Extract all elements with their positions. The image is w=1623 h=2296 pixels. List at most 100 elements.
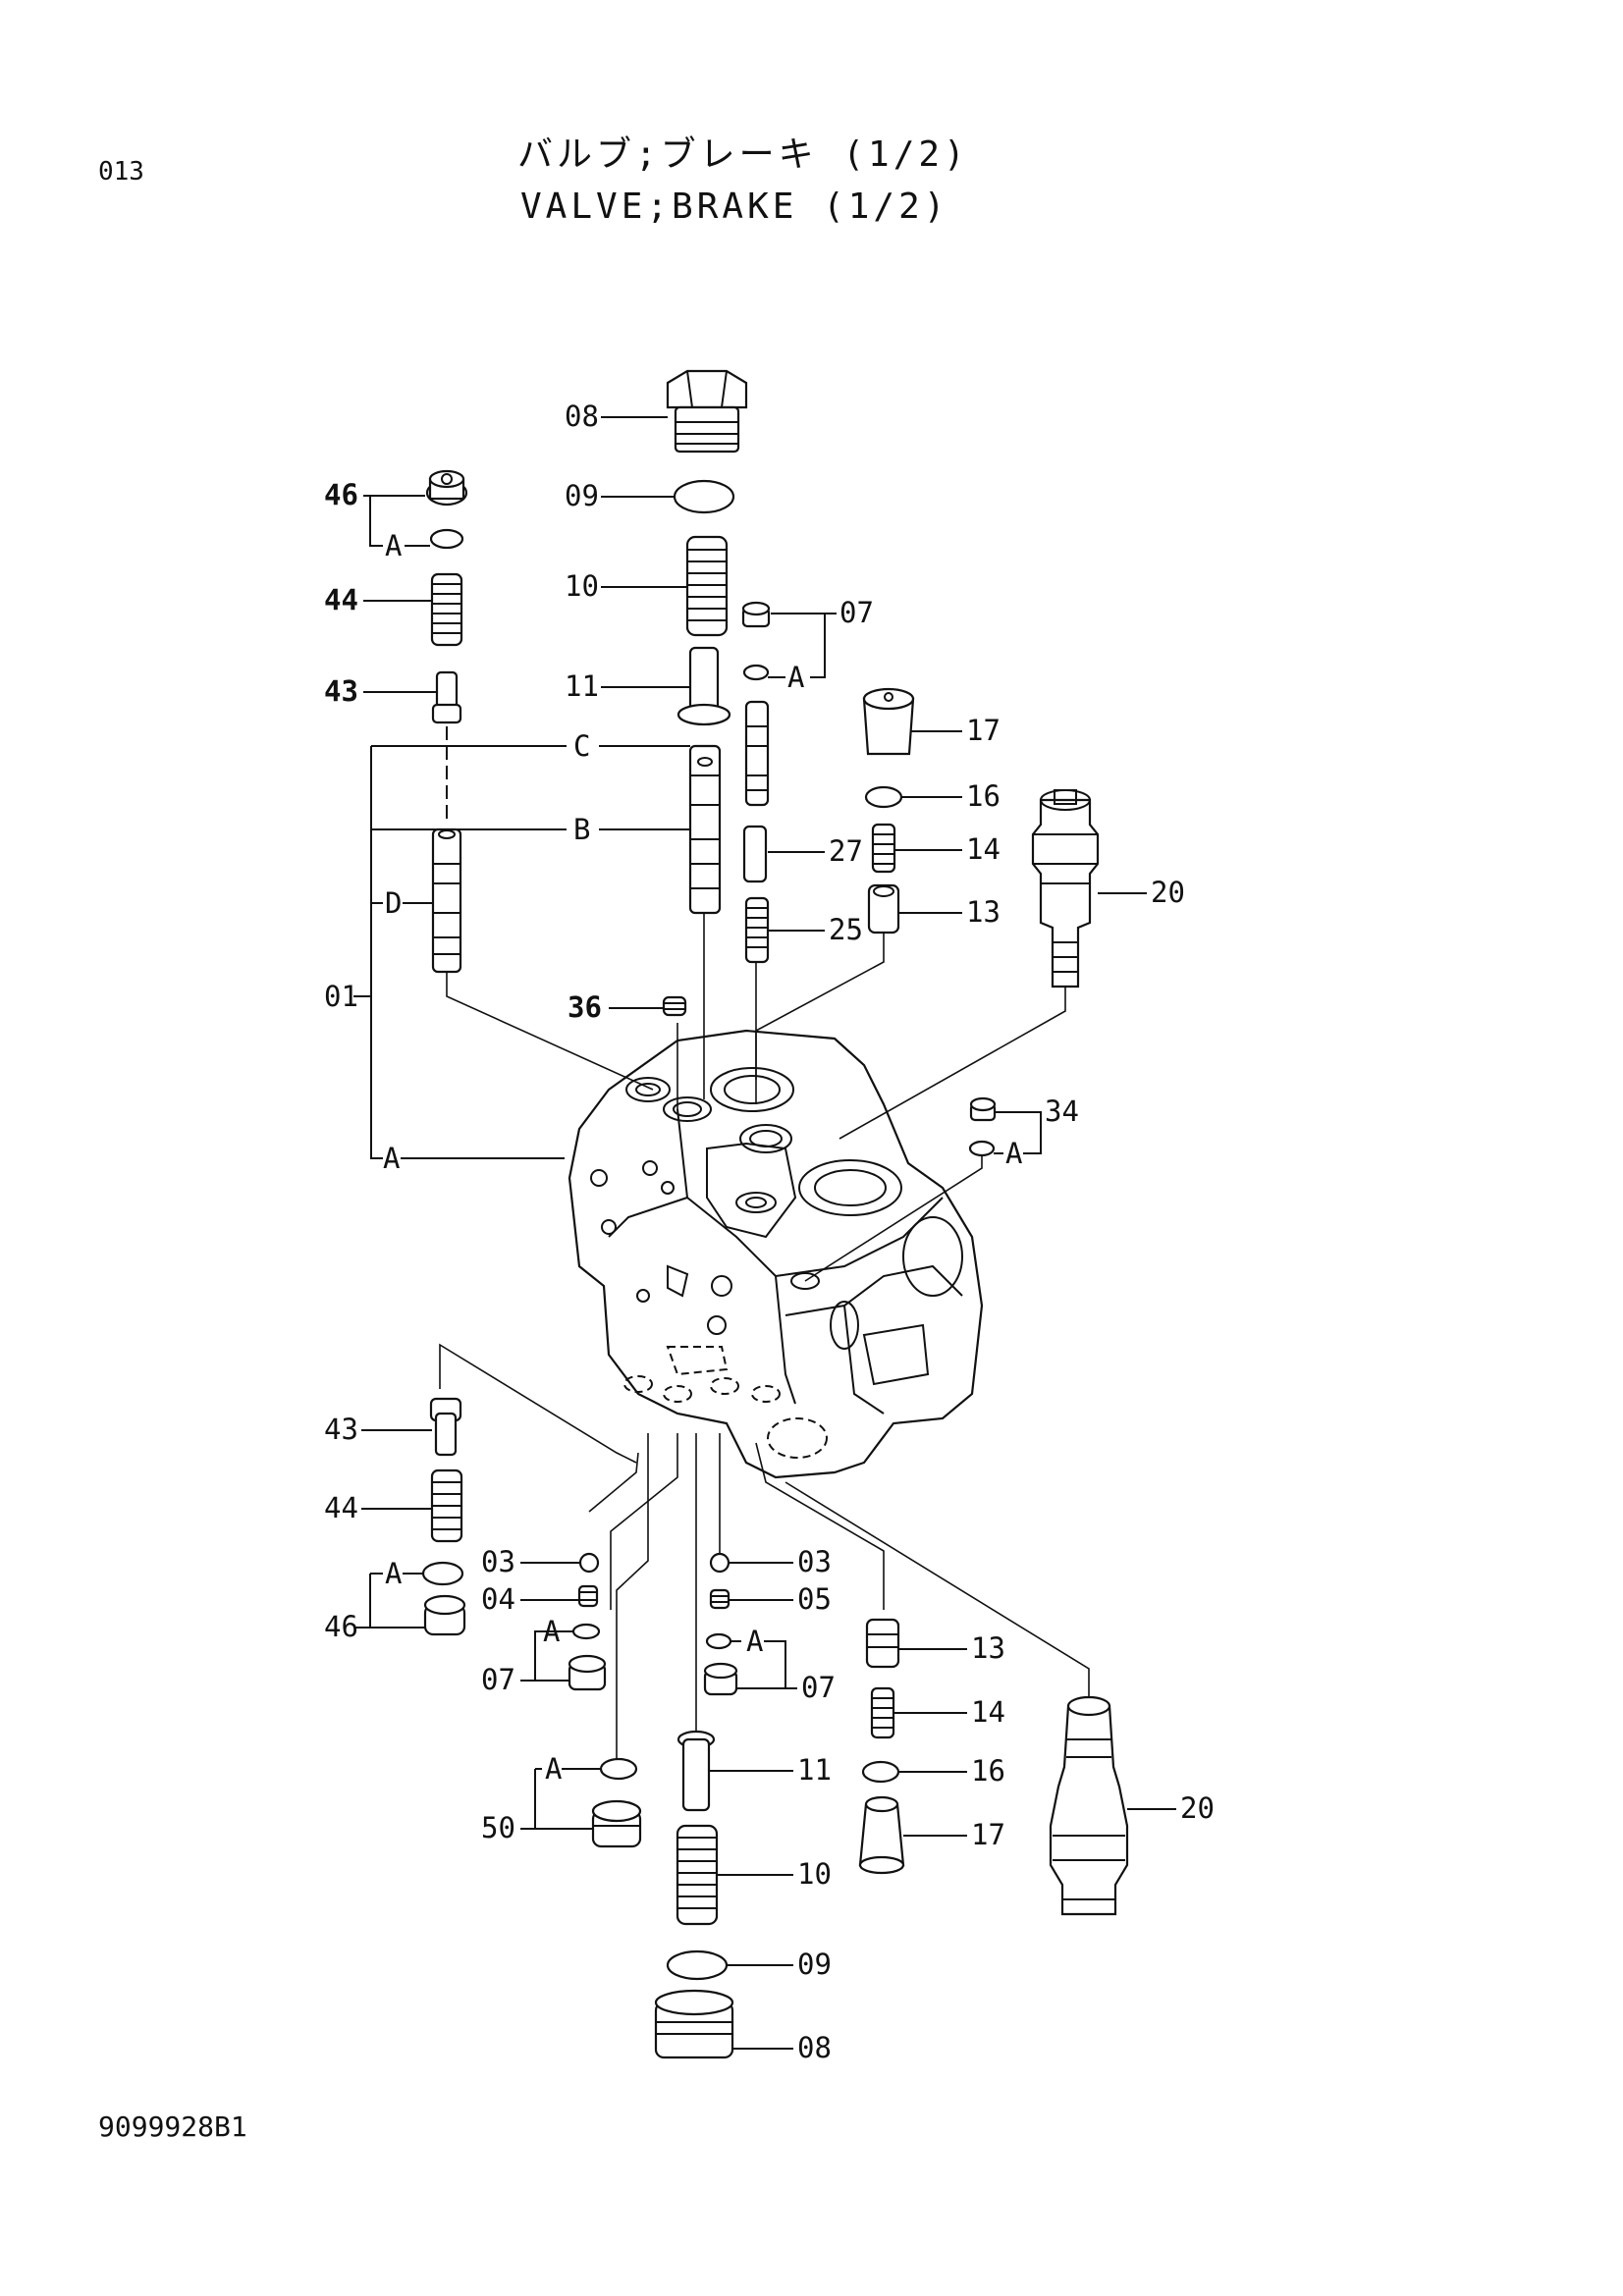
part-46-plug-top <box>425 469 468 507</box>
part-50-oring <box>599 1757 638 1781</box>
callout-14-top: 14 <box>966 832 1001 866</box>
callout-04: 04 <box>481 1582 515 1616</box>
part-44-spring-top <box>430 572 463 647</box>
part-14-spring-top <box>871 823 896 874</box>
callout-43-top: 43 <box>324 674 358 708</box>
callout-10-top: 10 <box>565 569 599 603</box>
callout-10-bottom: 10 <box>797 1857 832 1891</box>
callout-a-07-top: A <box>787 661 804 694</box>
callout-07-top: 07 <box>839 596 874 629</box>
document-number: 9099928B1 <box>98 2110 247 2143</box>
part-10-spring-top <box>685 535 729 637</box>
callout-01: 01 <box>324 980 358 1013</box>
callout-a-50: A <box>545 1752 562 1786</box>
label-b: B <box>573 813 590 846</box>
callout-09-top: 09 <box>565 479 599 512</box>
title-english: VALVE;BRAKE (1/2) <box>520 187 949 227</box>
callout-13-bottom: 13 <box>971 1631 1005 1665</box>
callout-44-bottom: 44 <box>324 1491 358 1524</box>
callout-a-07-mid: A <box>746 1625 763 1658</box>
callout-46-top: 46 <box>324 478 358 511</box>
part-34-oring <box>968 1140 996 1157</box>
label-d: D <box>385 886 402 920</box>
callout-07-left: 07 <box>481 1663 515 1696</box>
callout-03-mid: 03 <box>797 1545 832 1578</box>
callout-20-bottom: 20 <box>1180 1791 1215 1825</box>
callout-43-bottom: 43 <box>324 1413 358 1446</box>
part-16-oring-top <box>864 785 903 809</box>
callout-11-top: 11 <box>565 669 599 703</box>
callout-16-top: 16 <box>966 779 1001 813</box>
part-08-plug-bottom <box>654 1989 734 2059</box>
part-50-plug <box>591 1799 642 1848</box>
callout-a-34: A <box>1005 1137 1022 1170</box>
callout-44-top: 44 <box>324 583 358 616</box>
callout-16-bottom: 16 <box>971 1754 1005 1788</box>
part-17-plug-top <box>862 687 915 756</box>
part-46-plug-bottom <box>423 1594 466 1636</box>
part-13-piston-top <box>867 883 900 934</box>
part-03-ball-mid <box>709 1552 730 1574</box>
callout-36: 36 <box>568 990 602 1024</box>
valve-body <box>568 1029 984 1479</box>
part-05-seat <box>709 1588 730 1610</box>
callout-17-top: 17 <box>966 714 1001 747</box>
callout-50: 50 <box>481 1811 515 1844</box>
part-25-spring <box>744 896 770 964</box>
part-d-spool <box>431 828 462 974</box>
part-10-spring-bottom <box>676 1824 719 1926</box>
part-09-oring-bottom <box>666 1949 729 1981</box>
part-07-plug-mid <box>703 1662 738 1696</box>
label-c: C <box>573 729 590 763</box>
part-11-piston-top <box>676 646 731 726</box>
part-20-relief-valve-bottom <box>1049 1695 1129 1916</box>
part-27-pin <box>742 825 768 883</box>
part-14-spring-bottom <box>870 1686 895 1739</box>
part-44-spring-bottom <box>430 1468 463 1543</box>
part-46-oring-bottom <box>421 1561 464 1586</box>
callout-05: 05 <box>797 1582 832 1616</box>
part-07-oring-left <box>571 1623 601 1640</box>
callout-17-bottom: 17 <box>971 1818 1005 1851</box>
part-46-oring-top <box>429 528 464 550</box>
part-43-piston-top <box>431 670 462 724</box>
callout-11-bottom: 11 <box>797 1753 832 1787</box>
part-spool-right <box>744 700 770 807</box>
part-20-relief-valve-top <box>1031 789 1100 988</box>
callout-25: 25 <box>829 913 863 946</box>
leader-lines <box>353 416 1176 2050</box>
part-08-plug-top <box>666 369 748 454</box>
part-07-plug-top <box>741 601 771 628</box>
part-cb-spool <box>688 744 722 915</box>
part-13-piston-bottom <box>865 1618 900 1669</box>
part-43-piston-bottom <box>429 1397 462 1457</box>
part-36-plug <box>662 995 687 1017</box>
callout-labels: 08 09 10 11 46 A 44 43 07 A 17 16 14 13 … <box>324 400 1215 2064</box>
callout-08-top: 08 <box>565 400 599 433</box>
part-16-oring-bottom <box>861 1760 900 1784</box>
page-number: 013 <box>98 157 144 187</box>
callout-46-bottom: 46 <box>324 1610 358 1643</box>
part-04-seat <box>577 1584 599 1608</box>
part-34-plug <box>969 1096 997 1122</box>
callout-a-07-left: A <box>543 1615 560 1648</box>
callout-14-bottom: 14 <box>971 1695 1005 1729</box>
callout-34: 34 <box>1045 1095 1079 1128</box>
part-07-oring-mid <box>705 1632 732 1650</box>
callout-a-46-top: A <box>385 529 402 562</box>
part-07-plug-left <box>568 1654 607 1691</box>
part-09-oring-top <box>673 479 735 514</box>
callout-03-left: 03 <box>481 1545 515 1578</box>
callout-a-46-bottom: A <box>385 1557 402 1590</box>
label-a-body: A <box>383 1142 400 1175</box>
title-japanese: バルブ;ブレーキ (1/2) <box>517 134 969 175</box>
callout-08-bottom: 08 <box>797 2031 832 2064</box>
part-17-plug-bottom <box>858 1795 905 1875</box>
part-11-piston-bottom <box>676 1730 716 1812</box>
part-07-oring-top <box>742 664 770 681</box>
callout-27: 27 <box>829 834 863 868</box>
callout-09-bottom: 09 <box>797 1948 832 1981</box>
callout-13-top: 13 <box>966 895 1001 929</box>
part-03-ball-left <box>578 1552 600 1574</box>
